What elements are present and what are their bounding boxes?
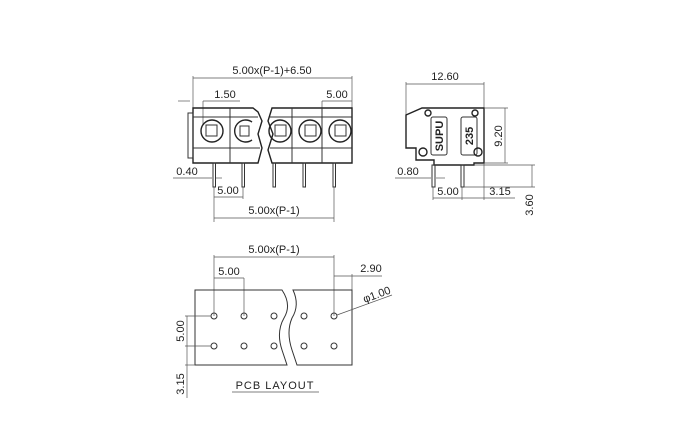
pcb-edge-offset-dim: 2.90	[360, 263, 381, 275]
pcb-layout: 5.00x(P-1) 5.00 2.90 φ1.00 5.00 3.15 PCB…	[175, 244, 392, 398]
pin-offset-dim: 3.15	[489, 186, 510, 198]
pin-span-dim: 5.00x(P-1)	[248, 205, 299, 217]
hole-diameter-dim: φ1.00	[362, 285, 393, 306]
depth-dim: 12.60	[431, 71, 459, 83]
pin-thickness-dim: 0.40	[176, 166, 197, 178]
side-pin-thickness-dim: 0.80	[397, 166, 418, 178]
pcb-holes	[210, 312, 338, 350]
pin-length-dim: 3.60	[524, 194, 536, 215]
model-marking: 235	[464, 127, 476, 145]
screw-openings	[200, 119, 352, 143]
pin-spacing-dim: 5.00	[437, 186, 458, 198]
pins	[212, 162, 336, 188]
brand-marking: SUPU	[434, 121, 446, 152]
height-dim: 9.20	[493, 125, 505, 146]
edge-offset-dim: 1.50	[214, 89, 235, 101]
hole-span-dim: 5.00x(P-1)	[248, 244, 299, 256]
row-spacing-dim: 5.00	[175, 320, 187, 341]
pcb-layout-title: PCB LAYOUT	[236, 380, 315, 392]
pitch-bottom-dim: 5.00	[217, 185, 238, 197]
side-view: 12.60 SUPU 235 9.20 0.80 5.00 3.15 3.60	[395, 71, 536, 216]
front-view: 5.00x(P-1)+6.50 1.50 5.00	[173, 65, 353, 222]
pcb-pitch-dim: 5.00	[218, 266, 239, 278]
overall-width-dim: 5.00x(P-1)+6.50	[232, 65, 311, 77]
pitch-top-dim: 5.00	[326, 89, 347, 101]
row-offset-dim: 3.15	[175, 373, 187, 394]
